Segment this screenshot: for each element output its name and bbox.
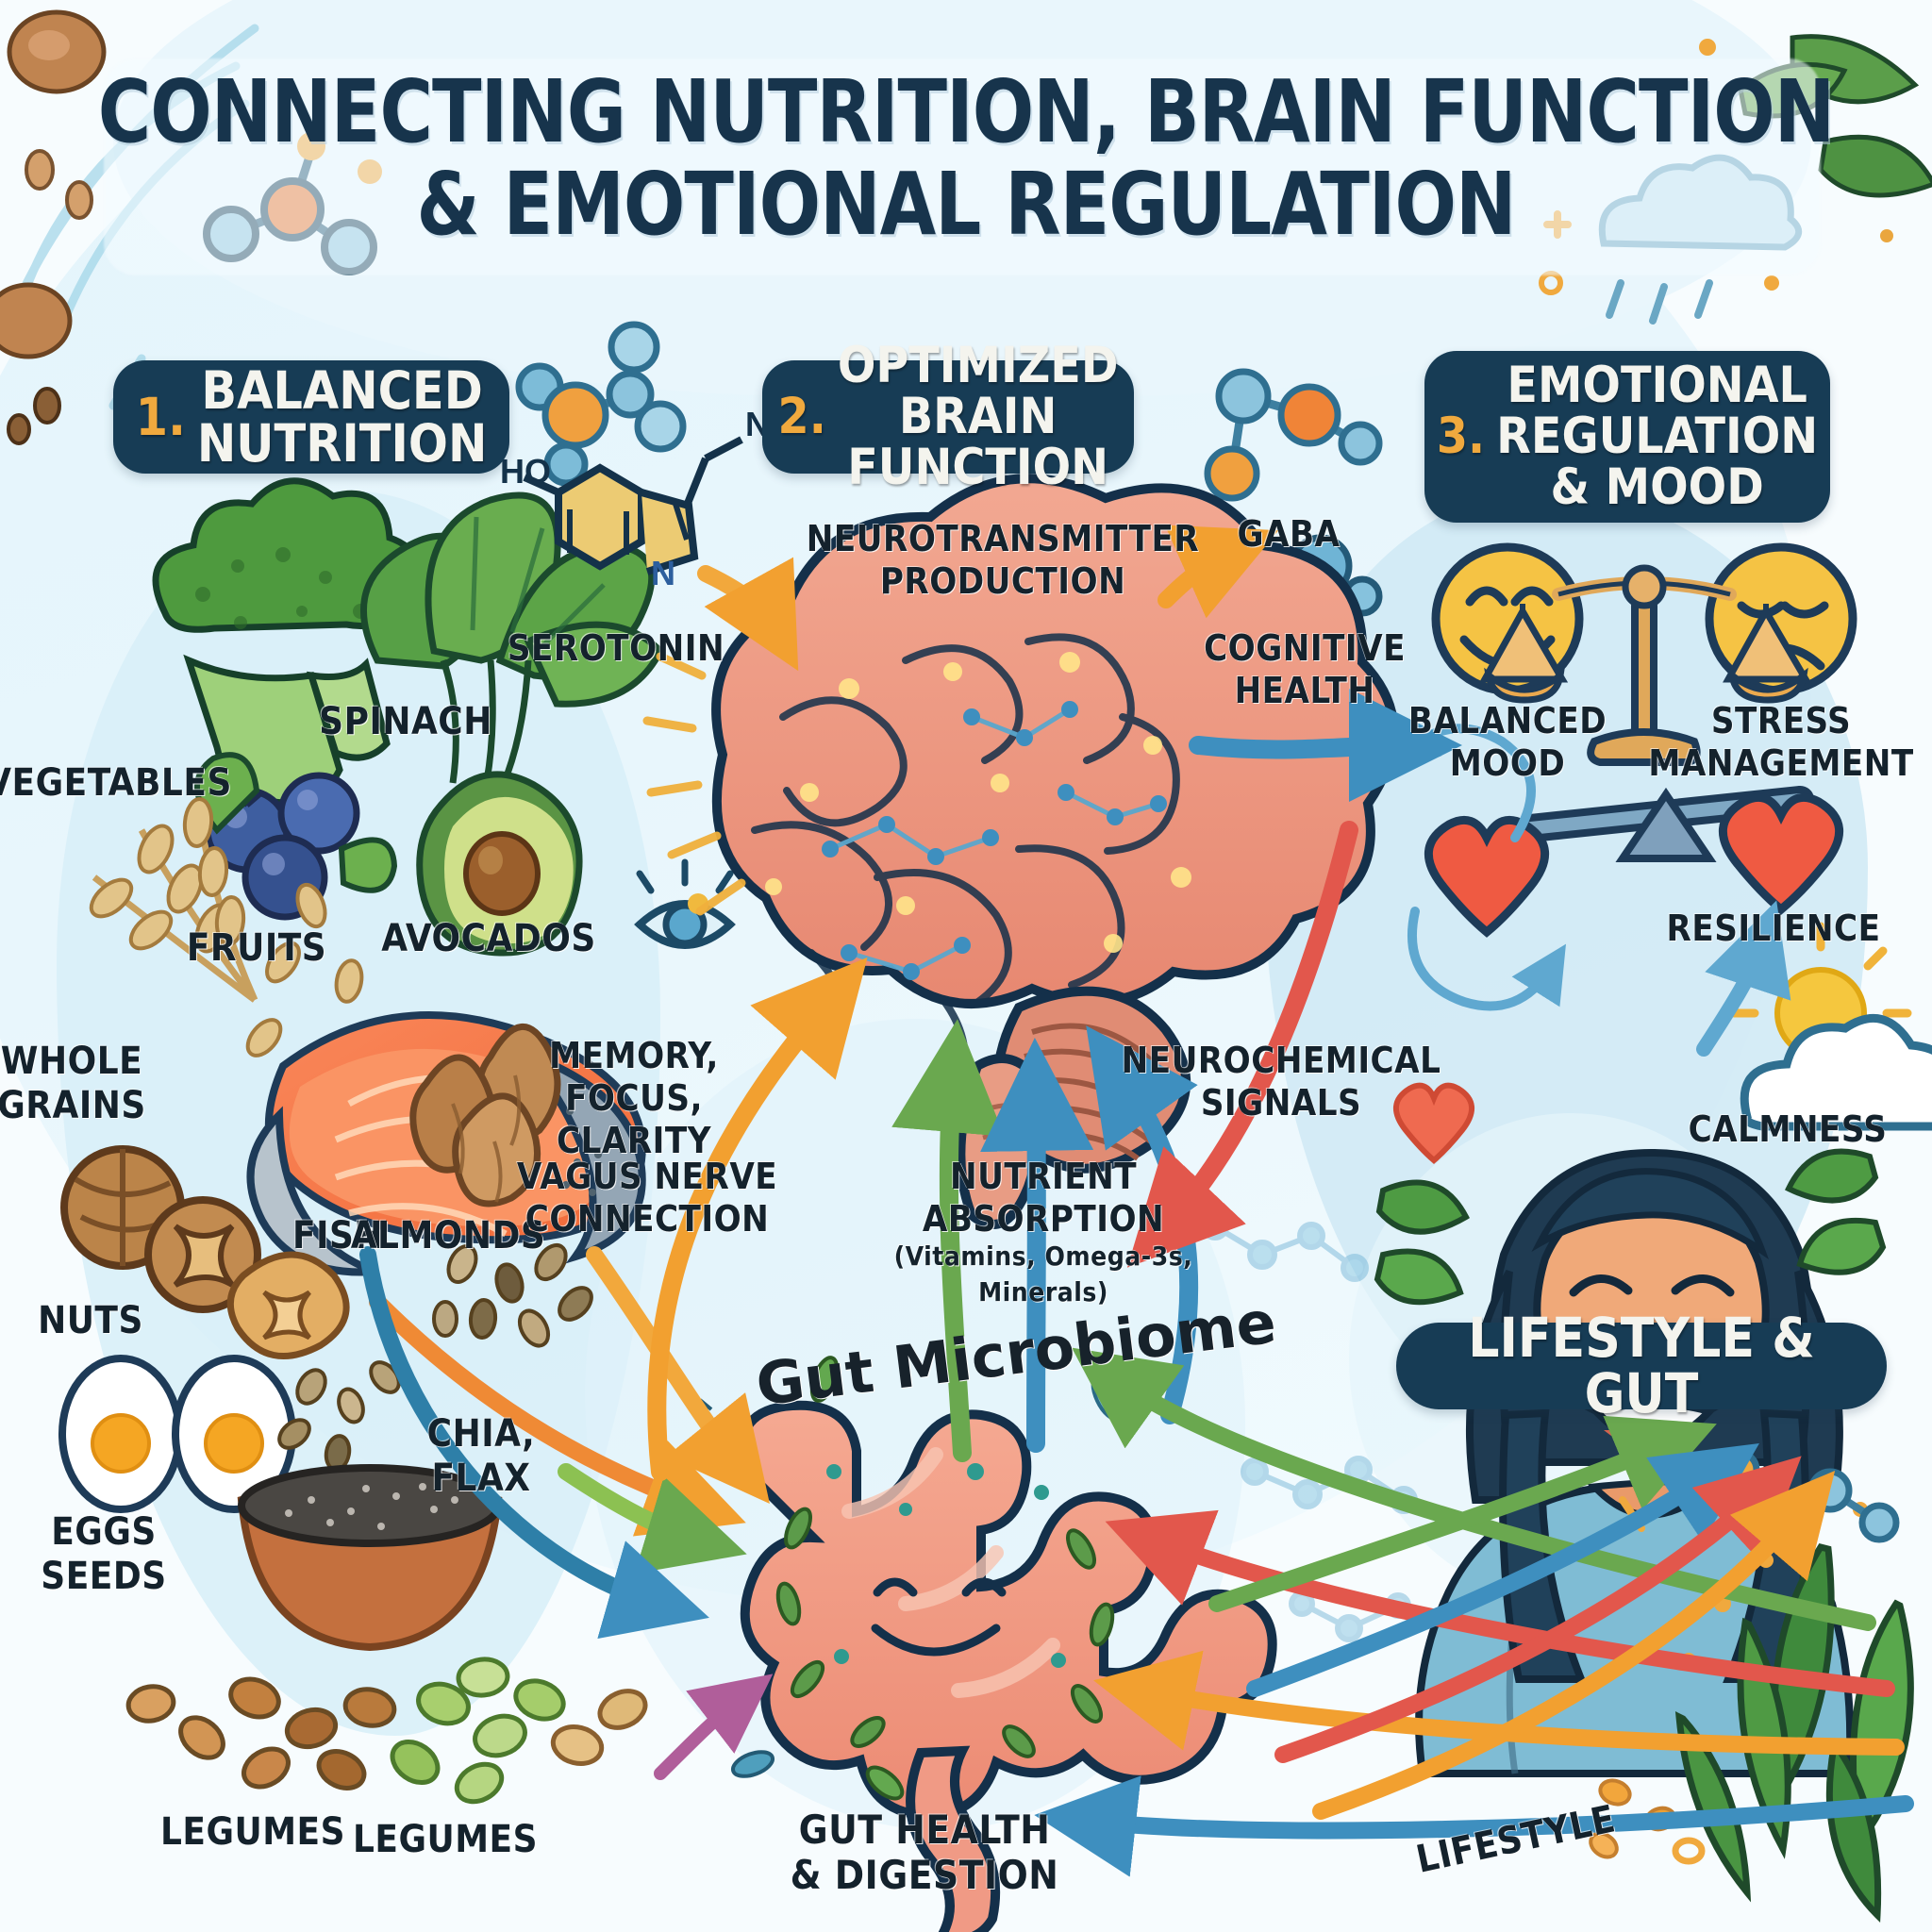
- arrow-seeds-to-gut-orange: [586, 1246, 770, 1505]
- brain-label-neurotransmitter: NEUROTRANSMITTER: [806, 518, 1200, 559]
- nutrition-label-flax: FLAX: [431, 1457, 531, 1500]
- arrow-lifestyle-orange: [1093, 1650, 1905, 1756]
- brain-label-focus: FOCUS,: [565, 1077, 703, 1119]
- smiley-happy-icon: [1431, 542, 1584, 695]
- eye-icon: [634, 858, 736, 949]
- arrow-legumes-to-gut-purple: [654, 1674, 774, 1780]
- foliage-icon: [1619, 1474, 1914, 1924]
- bacteria-icon: [698, 1398, 775, 1778]
- nutrition-label-legumes: LEGUMES: [352, 1818, 539, 1861]
- lifestyle-gut-badge[interactable]: LIFESTYLE & GUT: [1396, 1309, 1887, 1422]
- arrow-gut-to-lifestyle-orange: [1312, 1471, 1836, 1820]
- arrow-brain-to-emotion-blue: [1189, 689, 1462, 803]
- gut-health-caption-line2: & DIGESTION: [790, 1852, 1059, 1898]
- heart-icon-left: [1424, 815, 1549, 938]
- arrow-lifestyle-red: [1105, 1509, 1895, 1697]
- brain-label-nutrient: NUTRIENT: [949, 1156, 1138, 1197]
- lifestyle-gut-label: LIFESTYLE & GUT: [1468, 1305, 1815, 1425]
- title-line-2: & EMOTIONAL REGULATION: [416, 153, 1517, 255]
- nutrition-label-eggs: EGGS: [51, 1510, 157, 1554]
- nutrition-label-grains: GRAINS: [0, 1084, 146, 1127]
- brain-label-minerals: Minerals): [978, 1276, 1108, 1307]
- arrow-resilience-blue: [1696, 900, 1791, 1057]
- heart-icon-small: [1393, 1082, 1474, 1164]
- page-title: CONNECTING NUTRITION, BRAIN FUNCTION & E…: [68, 66, 1865, 250]
- svg-text:N: N: [651, 554, 675, 592]
- nutrition-label-avocados: AVOCADOS: [381, 917, 596, 960]
- person-smiling-icon: [1415, 1148, 1855, 1777]
- emotion-label-resilience: RESILIENCE: [1666, 908, 1881, 949]
- brain-label-clarity: CLARITY: [557, 1120, 711, 1161]
- arrow-gut-to-lifestyle-red: [1274, 1456, 1802, 1763]
- nutrition-label-fruits: FRUITS: [186, 926, 327, 970]
- brain-label-neurochemical: NEUROCHEMICAL: [1121, 1040, 1441, 1081]
- title-line-1: CONNECTING NUTRITION, BRAIN FUNCTION: [97, 61, 1835, 162]
- nutrition-label-legumes: LEGUMES: [159, 1810, 346, 1854]
- molecule-icon-bottom-right: [1719, 1449, 1900, 1543]
- molecule-icon-section1: [515, 321, 687, 487]
- brain-label-vagus-nerve: VAGUS NERVE: [516, 1156, 778, 1197]
- nutrition-label-whole: WHOLE: [0, 1040, 143, 1083]
- egg-icon: [58, 1355, 296, 1513]
- emotion-label-calmness: CALMNESS: [1688, 1108, 1888, 1150]
- brain-label-serotonin: SEROTONIN: [507, 627, 725, 669]
- seesaw-icon: [1515, 785, 1815, 862]
- nutrition-label-nuts: NUTS: [38, 1299, 143, 1342]
- nutrition-label-fish: FISH: [291, 1214, 384, 1257]
- heart-icon-right: [1719, 792, 1843, 915]
- title-plate: [104, 58, 1821, 275]
- leaf-icon-group: [1374, 1148, 1887, 1306]
- brain-label-gaba: GABA: [1237, 513, 1341, 555]
- brain-label-health: HEALTH: [1234, 670, 1375, 711]
- brain-label-connection: CONNECTION: [525, 1198, 770, 1240]
- nutrition-label-seeds: SEEDS: [41, 1555, 167, 1598]
- brain-label-production: PRODUCTION: [879, 560, 1126, 602]
- nutrition-label-chia: CHIA,: [426, 1412, 536, 1456]
- svg-text:HO: HO: [500, 452, 551, 491]
- arrow-neurochemical-red: [1126, 821, 1358, 1268]
- section-number-3: 3.: [1436, 407, 1486, 465]
- nutrition-label-spinach: SPINACH: [319, 700, 492, 743]
- brain-label-cognitive: COGNITIVE: [1204, 627, 1406, 669]
- arrow-foods-to-gut-orange: [369, 1293, 746, 1537]
- serotonin-molecule-icon: HO NH N: [500, 405, 794, 592]
- arrow-foods-to-gut-green: [558, 1463, 747, 1574]
- arrow-gut-to-lifestyle-blue: [1246, 1443, 1759, 1697]
- lifestyle-flow-label: LIFESTYLE: [1412, 1797, 1620, 1882]
- emotion-label-stress: STRESS: [1710, 700, 1852, 741]
- brain-label-memory: MEMORY,: [549, 1035, 719, 1076]
- emotion-label-management: MANAGEMENT: [1648, 742, 1914, 784]
- gut-health-caption-line1: GUT HEALTH: [798, 1807, 1051, 1853]
- broccoli-icon: [152, 477, 423, 807]
- brain-label-signals: SIGNALS: [1200, 1082, 1362, 1124]
- section-number-2: 2.: [777, 387, 826, 445]
- arrow-serotonin-orange: [697, 557, 799, 672]
- legumes-icon: [125, 1657, 648, 1805]
- molecule-chain-decor: [1201, 1212, 1418, 1642]
- molecule-icon-section3: [1204, 368, 1383, 502]
- section-number-1: 1.: [135, 386, 186, 447]
- sun-cloud-icon: [1729, 922, 1932, 1131]
- smiley-sad-icon: [1705, 542, 1857, 695]
- arrow-gut-to-lifestyle-green: [1208, 1415, 1717, 1612]
- emotion-label-mood: MOOD: [1449, 742, 1566, 784]
- brain-label-absorption: ABSORPTION: [922, 1198, 1165, 1240]
- emotion-label-balanced: BALANCED: [1407, 700, 1607, 741]
- nutrition-label-vegetables: VEGETABLES: [0, 761, 232, 805]
- nutrition-label-almonds: ALMONDS: [350, 1214, 546, 1257]
- brain-label-vitamins-omega-3s: (Vitamins, Omega-3s,: [893, 1241, 1193, 1272]
